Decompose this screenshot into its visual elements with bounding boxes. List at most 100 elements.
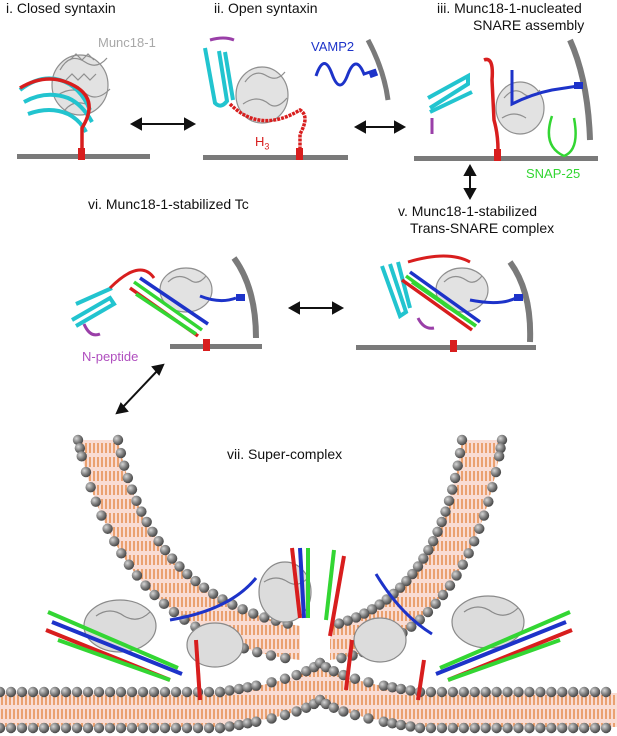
lipid-headgroup xyxy=(328,665,339,677)
lipid-headgroup xyxy=(469,686,480,698)
lipid-headgroup xyxy=(74,442,86,454)
lipid-headgroup xyxy=(203,686,215,698)
lipid-headgroup xyxy=(418,553,429,564)
lipid-headgroup xyxy=(259,612,270,623)
lipid-headgroup xyxy=(452,460,463,471)
lipid-headgroup xyxy=(469,722,480,734)
lipid-headgroup xyxy=(363,677,374,688)
lipid-headgroup xyxy=(447,484,458,495)
lipid-headgroup xyxy=(279,709,291,721)
lipid-headgroup xyxy=(148,686,160,698)
lipid-headgroup xyxy=(49,722,61,734)
lipid-headgroup xyxy=(123,559,135,570)
lipid-headgroup xyxy=(104,722,116,734)
lipid-headgroup xyxy=(513,722,524,734)
lipid-headgroup xyxy=(137,722,149,734)
closed-syntaxin-title: i. Closed syntaxin xyxy=(6,0,116,16)
lipid-headgroup xyxy=(491,686,502,698)
vamp2-tmd xyxy=(514,294,523,301)
lipid-headgroup xyxy=(458,722,469,734)
lipid-headgroup xyxy=(224,685,235,696)
lipid-headgroup xyxy=(436,516,447,528)
lipid-headgroup xyxy=(578,722,590,734)
lipid-headgroup xyxy=(451,570,462,581)
lipid-headgroup xyxy=(350,612,362,623)
lipid-headgroup xyxy=(427,535,439,547)
lipid-headgroup xyxy=(166,553,178,564)
vamp2-linker-left xyxy=(169,577,258,622)
lipid-headgroup xyxy=(115,447,127,459)
lipid-headgroup xyxy=(513,686,524,698)
snare-bundle xyxy=(400,270,482,332)
lipid-headgroup xyxy=(27,722,39,734)
lipid-headgroup xyxy=(203,722,215,734)
arrow-open-nucleated xyxy=(353,120,407,134)
lipid-headgroup xyxy=(546,686,557,698)
snare-bundle xyxy=(128,276,209,338)
lipid-headgroup xyxy=(436,722,448,734)
lipid-headgroup xyxy=(474,523,485,534)
lipid-headgroup xyxy=(5,722,17,734)
snare-bundle-left xyxy=(45,610,202,701)
lipid-headgroup xyxy=(395,683,407,695)
vamp2-linker xyxy=(199,294,237,303)
lipid-headgroup xyxy=(463,548,474,559)
lipid-headgroup xyxy=(405,721,416,732)
snare-bundle-center xyxy=(290,547,354,691)
lipid-headgroup xyxy=(118,460,130,471)
lipid-headgroup xyxy=(432,526,443,537)
lipid-headgroup xyxy=(242,718,253,729)
lipid-headgroup xyxy=(16,686,28,698)
lipid-headgroup xyxy=(279,673,291,684)
lipid-headgroup xyxy=(401,575,412,587)
lipid-headgroup xyxy=(406,621,417,632)
lipid-headgroup xyxy=(407,568,418,580)
munc18-cluster xyxy=(83,561,525,668)
lipid-headgroup xyxy=(181,686,193,698)
lipid-headgroup xyxy=(141,516,152,528)
lipid-headgroup xyxy=(430,598,441,610)
lipid-headgroup xyxy=(381,594,392,605)
vesicle-membrane-arc xyxy=(567,38,593,141)
munc18-tc-title: vi. Munc18-1-stabilized Tc xyxy=(88,196,249,212)
lipid-headgroup xyxy=(198,582,210,593)
syntaxin-tmd xyxy=(78,148,85,160)
lipid-headgroup xyxy=(251,716,262,727)
lipid-headgroup xyxy=(366,604,378,615)
lipid-headgroup xyxy=(190,575,201,587)
lipid-headgroup xyxy=(423,544,434,556)
open-syntaxin-title: ii. Open syntaxin xyxy=(214,0,318,16)
lipid-headgroup xyxy=(535,686,546,698)
vamp2-tmd xyxy=(236,294,245,301)
panel-super-complex xyxy=(0,434,617,734)
lipid-headgroup xyxy=(456,434,468,446)
lipid-headgroup xyxy=(149,589,160,601)
lipid-headgroup xyxy=(546,722,557,734)
trans-snare-title-line1: v. Munc18-1-stabilized xyxy=(398,203,538,219)
lipid-headgroup xyxy=(126,686,138,698)
munc18-protein xyxy=(235,66,289,124)
panel-trans-snare xyxy=(356,254,536,352)
lipid-headgroup xyxy=(170,722,182,734)
lipid-headgroup xyxy=(170,686,182,698)
snap25-label: SNAP-25 xyxy=(526,166,581,181)
lipid-headgroup xyxy=(182,568,193,580)
lipid-headgroup xyxy=(112,434,124,446)
lipid-headgroup xyxy=(437,589,449,601)
vesicle-membrane-right xyxy=(330,434,508,664)
lipid-headgroup xyxy=(457,559,469,570)
lipid-headgroup xyxy=(436,686,448,698)
lipid-headgroup xyxy=(483,496,494,507)
lipid-headgroup xyxy=(320,661,332,673)
lipid-headgroup xyxy=(242,682,253,693)
h3-text: H xyxy=(255,134,265,149)
membrane-line xyxy=(356,345,536,350)
lipid-headgroup xyxy=(251,680,262,691)
vamp2-label: VAMP2 xyxy=(311,39,355,54)
lipid-headgroup xyxy=(600,686,612,698)
lipid-headgroup xyxy=(248,608,259,619)
lipid-headgroup xyxy=(568,722,579,734)
lipid-headgroup xyxy=(72,434,84,446)
lipid-headgroup xyxy=(342,615,353,626)
lipid-headgroup xyxy=(168,606,180,618)
